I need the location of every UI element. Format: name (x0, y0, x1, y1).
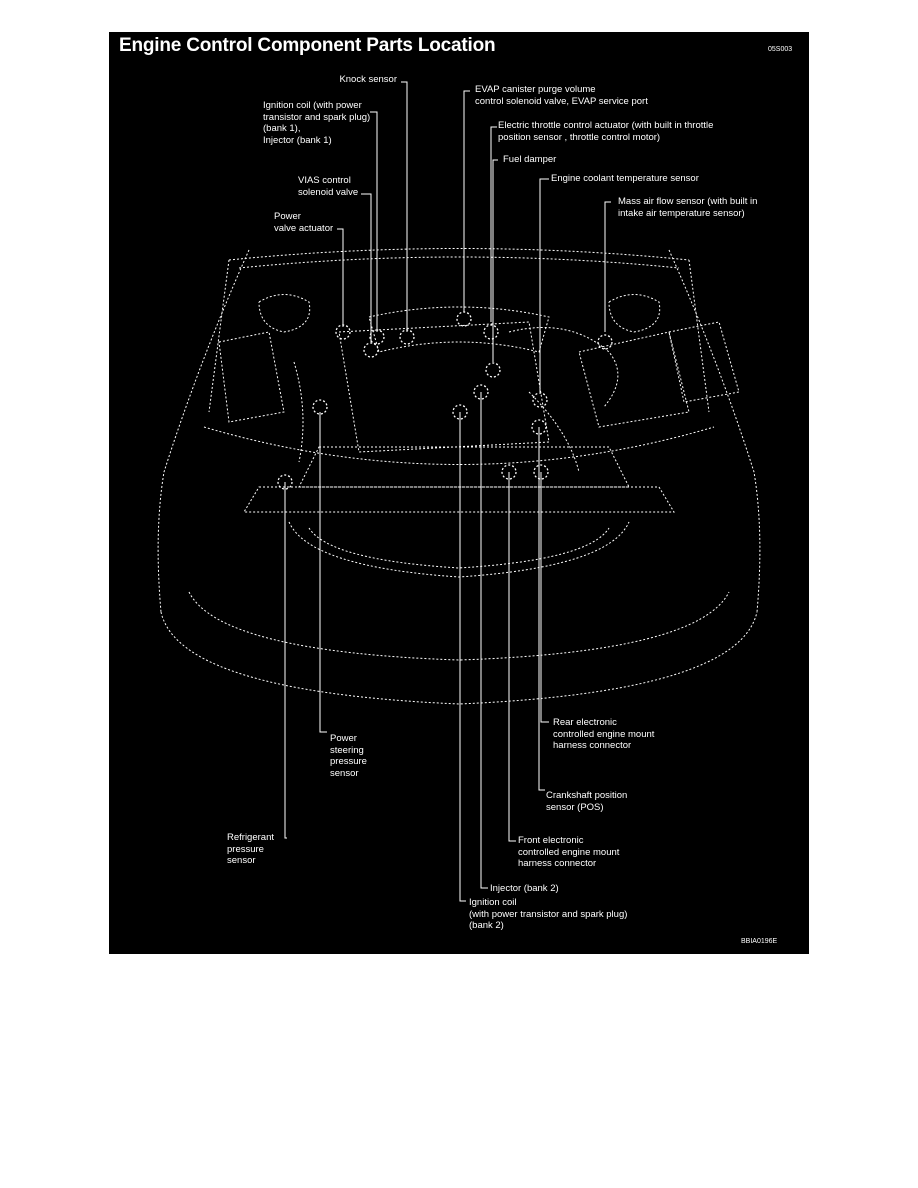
label-electric-throttle: Electric throttle control actuator (with… (498, 120, 714, 143)
leader-injector-bank2 (480, 392, 488, 889)
left-fender (157, 249, 250, 613)
bumper-inner (188, 591, 730, 661)
label-vias-control: VIAS control solenoid valve (298, 175, 359, 198)
right-strut-tower (608, 294, 661, 333)
marker-ignition-coil-bank2 (452, 404, 468, 420)
leader-front-mount (508, 472, 516, 842)
marker-ignition-coil-bank1 (369, 329, 385, 345)
leader-coolant (539, 178, 549, 392)
air-duct (508, 327, 619, 408)
grille-outline (288, 521, 630, 578)
label-crankshaft: Crankshaft position sensor (POS) (546, 790, 628, 813)
marker-power-steering (312, 399, 328, 415)
label-power-valve-actuator: Power valve actuator (274, 211, 334, 234)
label-ignition-coil-bank2: Ignition coil (with power transistor and… (469, 897, 628, 932)
hose-right (528, 391, 580, 473)
right-fender (668, 249, 761, 613)
hood-prop (208, 259, 230, 413)
marker-vias (363, 342, 379, 358)
page-title: Engine Control Component Parts Location (119, 35, 496, 56)
footer-code: BBIA0196E (741, 938, 778, 945)
hood-outline (228, 248, 690, 261)
leader-power-valve (337, 228, 344, 327)
label-engine-coolant: Engine coolant temperature sensor (551, 173, 699, 184)
marker-refrigerant (277, 474, 293, 490)
header-code: 05S003 (768, 46, 793, 53)
lower-valance (203, 426, 715, 465)
air-cleaner (578, 331, 690, 428)
marker-knock-sensor (399, 329, 415, 345)
leader-maf (604, 201, 611, 332)
label-mass-air-flow: Mass air flow sensor (with built in inta… (618, 196, 758, 219)
radiator-support (243, 486, 675, 513)
leader-throttle (490, 126, 497, 322)
radiator-core (298, 446, 630, 488)
label-refrigerant: Refrigerant pressure sensor (227, 832, 274, 867)
marker-coolant (532, 392, 548, 408)
marker-crankshaft (531, 419, 547, 435)
hose-left (293, 361, 304, 463)
leader-crankshaft (538, 427, 545, 791)
engine-bay-drawing (157, 81, 761, 902)
leader-ignition-coil-bank2 (459, 412, 466, 902)
leader-power-steering (319, 412, 327, 733)
leader-evap (463, 90, 470, 312)
diagram-panel: Engine Control Component Parts Location … (109, 32, 809, 954)
left-strut-tower (258, 294, 311, 333)
leader-knock-sensor (401, 81, 408, 332)
marker-evap (456, 311, 472, 327)
hood-prop-right (688, 259, 710, 413)
front-bumper (160, 611, 758, 705)
marker-injector-bank2 (473, 384, 489, 400)
label-front-mount: Front electronic controlled engine mount… (518, 835, 620, 870)
marker-fuel-damper (485, 362, 501, 378)
leader-ignition-coil-bank1 (370, 111, 378, 332)
label-evap-canister: EVAP canister purge volume control solen… (475, 84, 648, 107)
marker-front-mount (501, 464, 517, 480)
grille-inner (308, 527, 610, 569)
leader-refrigerant (284, 482, 287, 839)
label-knock-sensor: Knock sensor (339, 74, 397, 85)
marker-maf (597, 334, 613, 350)
left-reservoir (218, 331, 285, 423)
label-power-steering: Power steering pressure sensor (330, 733, 367, 779)
label-rear-mount: Rear electronic controlled engine mount … (553, 717, 655, 752)
marker-throttle (483, 324, 499, 340)
marker-rear-mount (533, 464, 549, 480)
battery (668, 321, 740, 403)
hood-inner-line (238, 256, 680, 269)
marker-power-valve (335, 324, 351, 340)
leader-rear-mount (540, 472, 549, 723)
leader-vias (361, 193, 372, 342)
label-ignition-coil-bank1: Ignition coil (with power transistor and… (263, 100, 371, 146)
label-fuel-damper: Fuel damper (503, 154, 557, 165)
leader-fuel-damper (492, 159, 498, 362)
label-injector-bank2: Injector (bank 2) (490, 883, 559, 894)
